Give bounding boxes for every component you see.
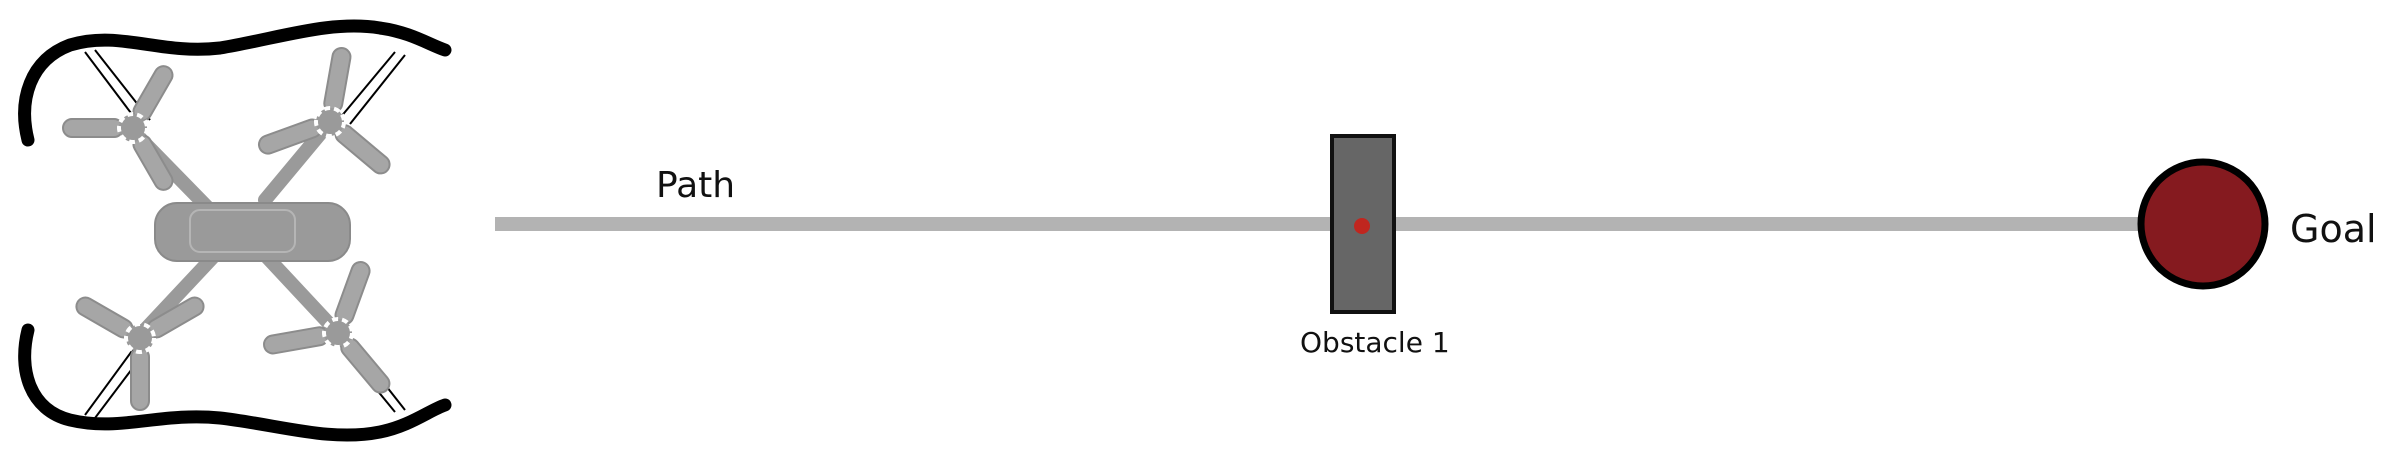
quadcopter-top-view-icon xyxy=(18,19,452,442)
goal-marker xyxy=(2137,158,2269,290)
goal-label: Goal xyxy=(2290,207,2377,251)
drone-bumper-top xyxy=(18,19,452,147)
drone-body xyxy=(154,202,351,262)
obstacle-label: Obstacle 1 xyxy=(1300,326,1450,359)
obstacle xyxy=(1330,134,1396,314)
drone-bumper-bottom xyxy=(18,323,452,442)
obstacle-center-marker xyxy=(1354,218,1370,234)
path-label: Path xyxy=(656,165,735,206)
